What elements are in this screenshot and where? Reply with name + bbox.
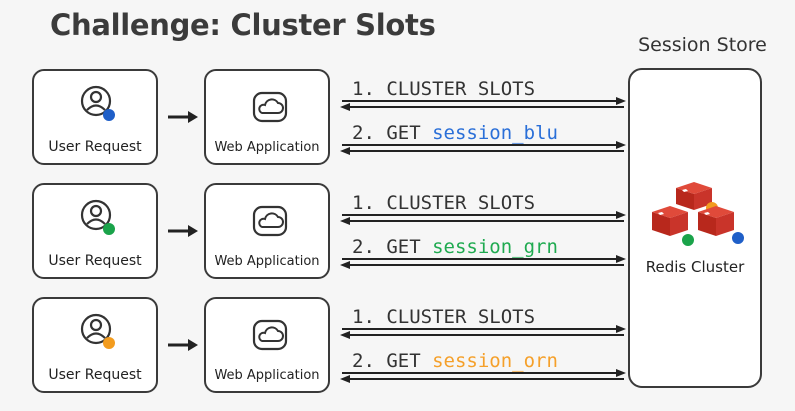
step-get-key: 2. GET session_orn <box>352 350 558 372</box>
cloud-icon <box>252 319 288 351</box>
web-application-label: Web Application <box>214 254 320 269</box>
status-dot-orange <box>103 337 115 349</box>
cloud-icon <box>252 205 288 237</box>
cloud-icon <box>252 91 288 123</box>
session-key-orn: session_orn <box>432 350 558 372</box>
user-request-label: User Request <box>48 367 142 383</box>
web-application-box: Web Application <box>204 297 330 393</box>
user-request-box: User Request <box>32 183 158 279</box>
web-application-box: Web Application <box>204 183 330 279</box>
user-icon <box>80 85 115 121</box>
web-application-box: Web Application <box>204 69 330 165</box>
user-request-label: User Request <box>48 139 142 155</box>
session-key-grn: session_grn <box>432 236 558 258</box>
step-cluster-slots: 1. CLUSTER SLOTS <box>352 192 536 214</box>
web-application-label: Web Application <box>214 368 320 383</box>
web-application-label: Web Application <box>214 140 320 155</box>
status-dot-green <box>103 223 115 235</box>
user-icon <box>80 313 115 349</box>
page-title: Challenge: Cluster Slots <box>50 8 436 42</box>
session-store-label: Session Store <box>638 34 767 56</box>
user-request-box: User Request <box>32 297 158 393</box>
step-cluster-slots: 1. CLUSTER SLOTS <box>352 78 536 100</box>
session-key-blu: session_blu <box>432 122 558 144</box>
user-icon <box>80 199 115 235</box>
request-arrows <box>342 100 624 380</box>
session-store-box <box>628 68 762 388</box>
arrow-heads <box>340 97 626 383</box>
step-get-key: 2. GET session_blu <box>352 122 558 144</box>
step-get-key: 2. GET session_grn <box>352 236 558 258</box>
status-dot-blue <box>103 109 115 121</box>
redis-cluster-label: Redis Cluster <box>645 258 745 276</box>
user-request-box: User Request <box>32 69 158 165</box>
user-to-web-arrow <box>168 115 190 347</box>
redis-cluster-icon <box>652 182 744 246</box>
user-request-label: User Request <box>48 253 142 269</box>
step-cluster-slots: 1. CLUSTER SLOTS <box>352 306 536 328</box>
